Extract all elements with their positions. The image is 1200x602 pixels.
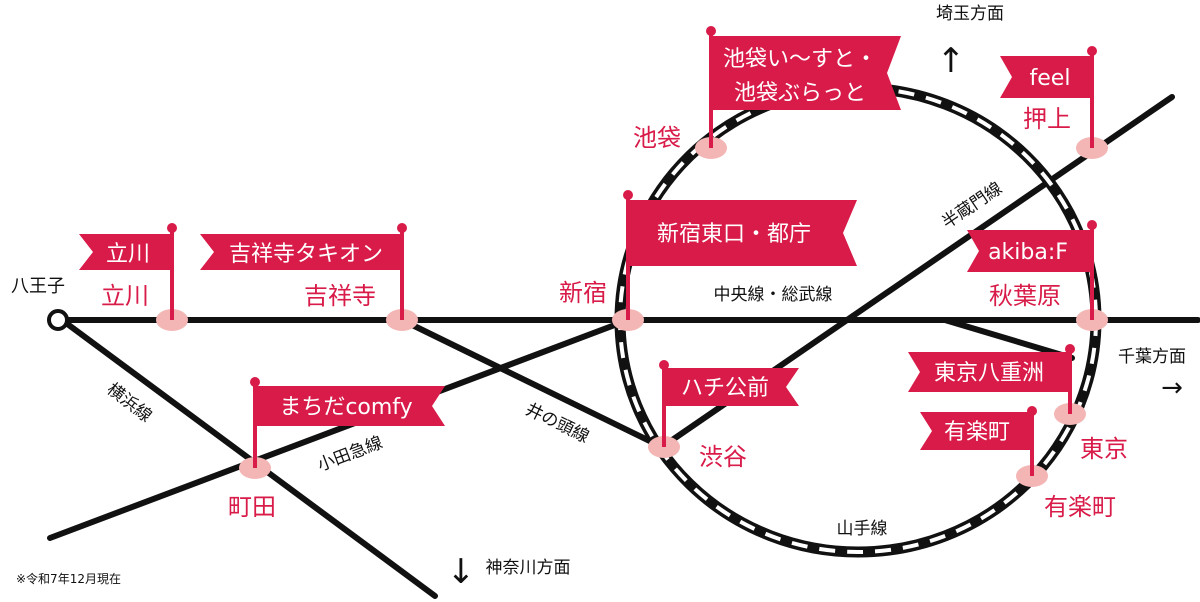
store-flag-tokyo[interactable] [908, 352, 1070, 392]
station-label-shibuya: 渋谷 [699, 443, 747, 471]
store-label-oshiage: feel [1030, 66, 1071, 91]
station-labels: 立川 吉祥寺 新宿 池袋 押上 秋葉原 渋谷 東京 有楽町 町田 [101, 105, 1128, 521]
station-label-akihabara: 秋葉原 [989, 282, 1061, 310]
direction-label-south: 神奈川方面 [486, 558, 571, 578]
direction-label-west-start: 八王子 [11, 276, 65, 297]
south-arrow-icon: ↓ [447, 552, 476, 592]
station-label-kichijoji: 吉祥寺 [304, 282, 376, 310]
line-labels: 中央線・総武線 山手線 半蔵門線 井の頭線 小田急線 横浜線 [103, 179, 1006, 539]
direction-label-north: 埼玉方面 [936, 4, 1004, 24]
east-arrow-icon: → [1161, 373, 1183, 403]
store-label-tokyo: 東京八重洲 [934, 361, 1044, 386]
store-label-tachikawa: 立川 [106, 242, 150, 267]
store-flag-machida[interactable] [255, 386, 445, 426]
direction-label-east: 千葉方面 [1118, 347, 1186, 367]
store-flag-tachikawa[interactable] [79, 234, 172, 270]
store-flag-ikebukuro[interactable] [711, 36, 901, 110]
store-flag-yurakucho[interactable] [920, 412, 1032, 450]
tokyo-link-line [942, 317, 1075, 361]
store-labels: 立川 吉祥寺タキオン 新宿東口・都庁 池袋い〜すと・ 池袋ぶらっと feel a… [106, 47, 1070, 445]
line-label-yamanote: 山手線 [837, 519, 888, 539]
store-label-kichijoji: 吉祥寺タキオン [229, 242, 383, 267]
store-label-ikebukuro-1: 池袋い〜すと・ [723, 47, 877, 72]
station-label-yurakucho: 有楽町 [1044, 493, 1116, 521]
footnote: ※令和7年12月現在 [16, 571, 121, 586]
store-label-shibuya: ハチ公前 [681, 376, 769, 401]
north-arrow-icon: ↑ [937, 41, 966, 81]
store-flag-akihabara[interactable] [967, 230, 1092, 272]
store-label-yurakucho: 有楽町 [944, 420, 1010, 445]
store-label-shinjuku: 新宿東口・都庁 [657, 222, 811, 247]
store-label-akihabara: akiba:F [988, 240, 1068, 265]
direction-labels: 埼玉方面 ↑ 千葉方面 → ↓ 神奈川方面 八王子 [11, 4, 1186, 592]
store-flags [79, 36, 1092, 450]
station-label-tachikawa: 立川 [101, 282, 149, 310]
station-label-ikebukuro: 池袋 [633, 124, 681, 152]
store-flag-oshiage[interactable] [1000, 56, 1092, 98]
store-flag-shibuya[interactable] [664, 368, 799, 406]
store-label-machida: まちだcomfy [279, 395, 412, 420]
station-label-shinjuku: 新宿 [559, 279, 607, 307]
store-flag-shinjuku[interactable] [628, 200, 857, 266]
line-label-chuo: 中央線・総武線 [714, 285, 833, 305]
inokashira-line [399, 317, 665, 450]
line-label-odakyu: 小田急線 [315, 433, 386, 476]
station-label-oshiage: 押上 [1023, 105, 1071, 133]
station-label-tokyo: 東京 [1080, 435, 1128, 463]
odakyu-line [47, 317, 631, 541]
hachioji-terminal [47, 309, 69, 331]
store-flag-kichijoji[interactable] [200, 234, 402, 270]
store-label-ikebukuro-2: 池袋ぶらっと [734, 81, 866, 106]
station-label-machida: 町田 [228, 493, 276, 521]
pole-tips [167, 26, 1097, 416]
line-label-hanzomon: 半蔵門線 [938, 179, 1006, 234]
